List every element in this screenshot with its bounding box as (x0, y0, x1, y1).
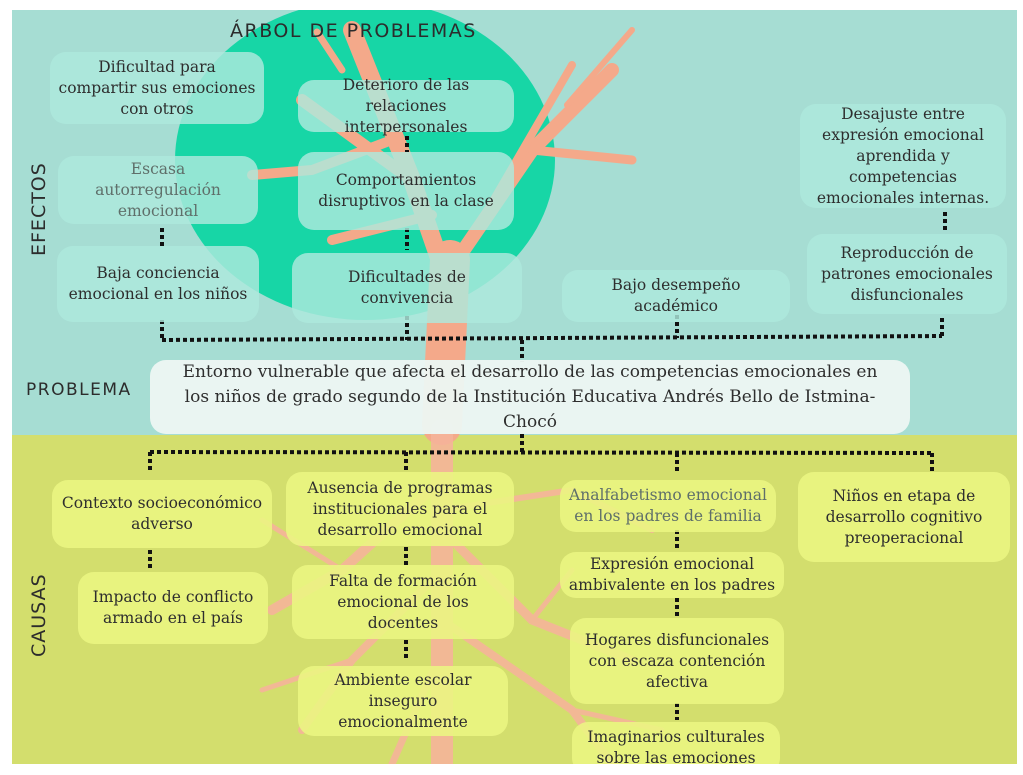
effect-dificultades-convivencia: Dificultades de convivencia (292, 253, 522, 323)
cause-expresion-ambivalente: Expresión emocional ambivalente en los p… (560, 552, 784, 598)
label-efectos: EFECTOS (28, 162, 50, 256)
effect-baja-conciencia: Baja conciencia emocional en los niños (57, 246, 259, 322)
cause-hogares-disfuncionales: Hogares disfuncionales con escaza conten… (570, 618, 784, 704)
cause-contexto-socioeconomico: Contexto socioeconómico adverso (52, 480, 272, 548)
effect-dificultad-compartir: Dificultad para compartir sus emociones … (50, 52, 264, 124)
effect-desajuste-expresion: Desajuste entre expresión emocional apre… (800, 104, 1006, 208)
central-problem: Entorno vulnerable que afecta el desarro… (150, 360, 910, 434)
effect-escasa-autorregulacion: Escasa autorregulación emocional (58, 156, 258, 224)
cause-ninos-etapa: Niños en etapa de desarrollo cognitivo p… (798, 472, 1010, 562)
cause-analfabetismo-emocional: Analfabetismo emocional en los padres de… (560, 480, 776, 532)
cause-falta-formacion: Falta de formación emocional de los doce… (292, 565, 514, 639)
label-causas: CAUSAS (28, 573, 50, 657)
effect-deterioro-relaciones: Deterioro de las relaciones interpersona… (298, 76, 514, 136)
effect-reproduccion-patrones: Reproducción de patrones emocionales dis… (807, 234, 1007, 314)
effect-bajo-desempeno: Bajo desempeño académico (562, 270, 790, 322)
cause-ausencia-programas: Ausencia de programas institucionales pa… (286, 472, 514, 546)
problem-tree-diagram: ÁRBOL DE PROBLEMAS EFECTOS PROBLEMA CAUS… (12, 10, 1017, 764)
effect-comportamientos-disruptivos: Comportamientos disruptivos en la clase (298, 152, 514, 230)
cause-imaginarios-culturales: Imaginarios culturales sobre las emocion… (572, 722, 780, 764)
cause-impacto-conflicto: Impacto de conflicto armado en el país (78, 572, 268, 644)
diagram-title: ÁRBOL DE PROBLEMAS (230, 20, 477, 42)
cause-ambiente-escolar: Ambiente escolar inseguro emocionalmente (298, 666, 508, 736)
label-problema: PROBLEMA (26, 380, 132, 400)
